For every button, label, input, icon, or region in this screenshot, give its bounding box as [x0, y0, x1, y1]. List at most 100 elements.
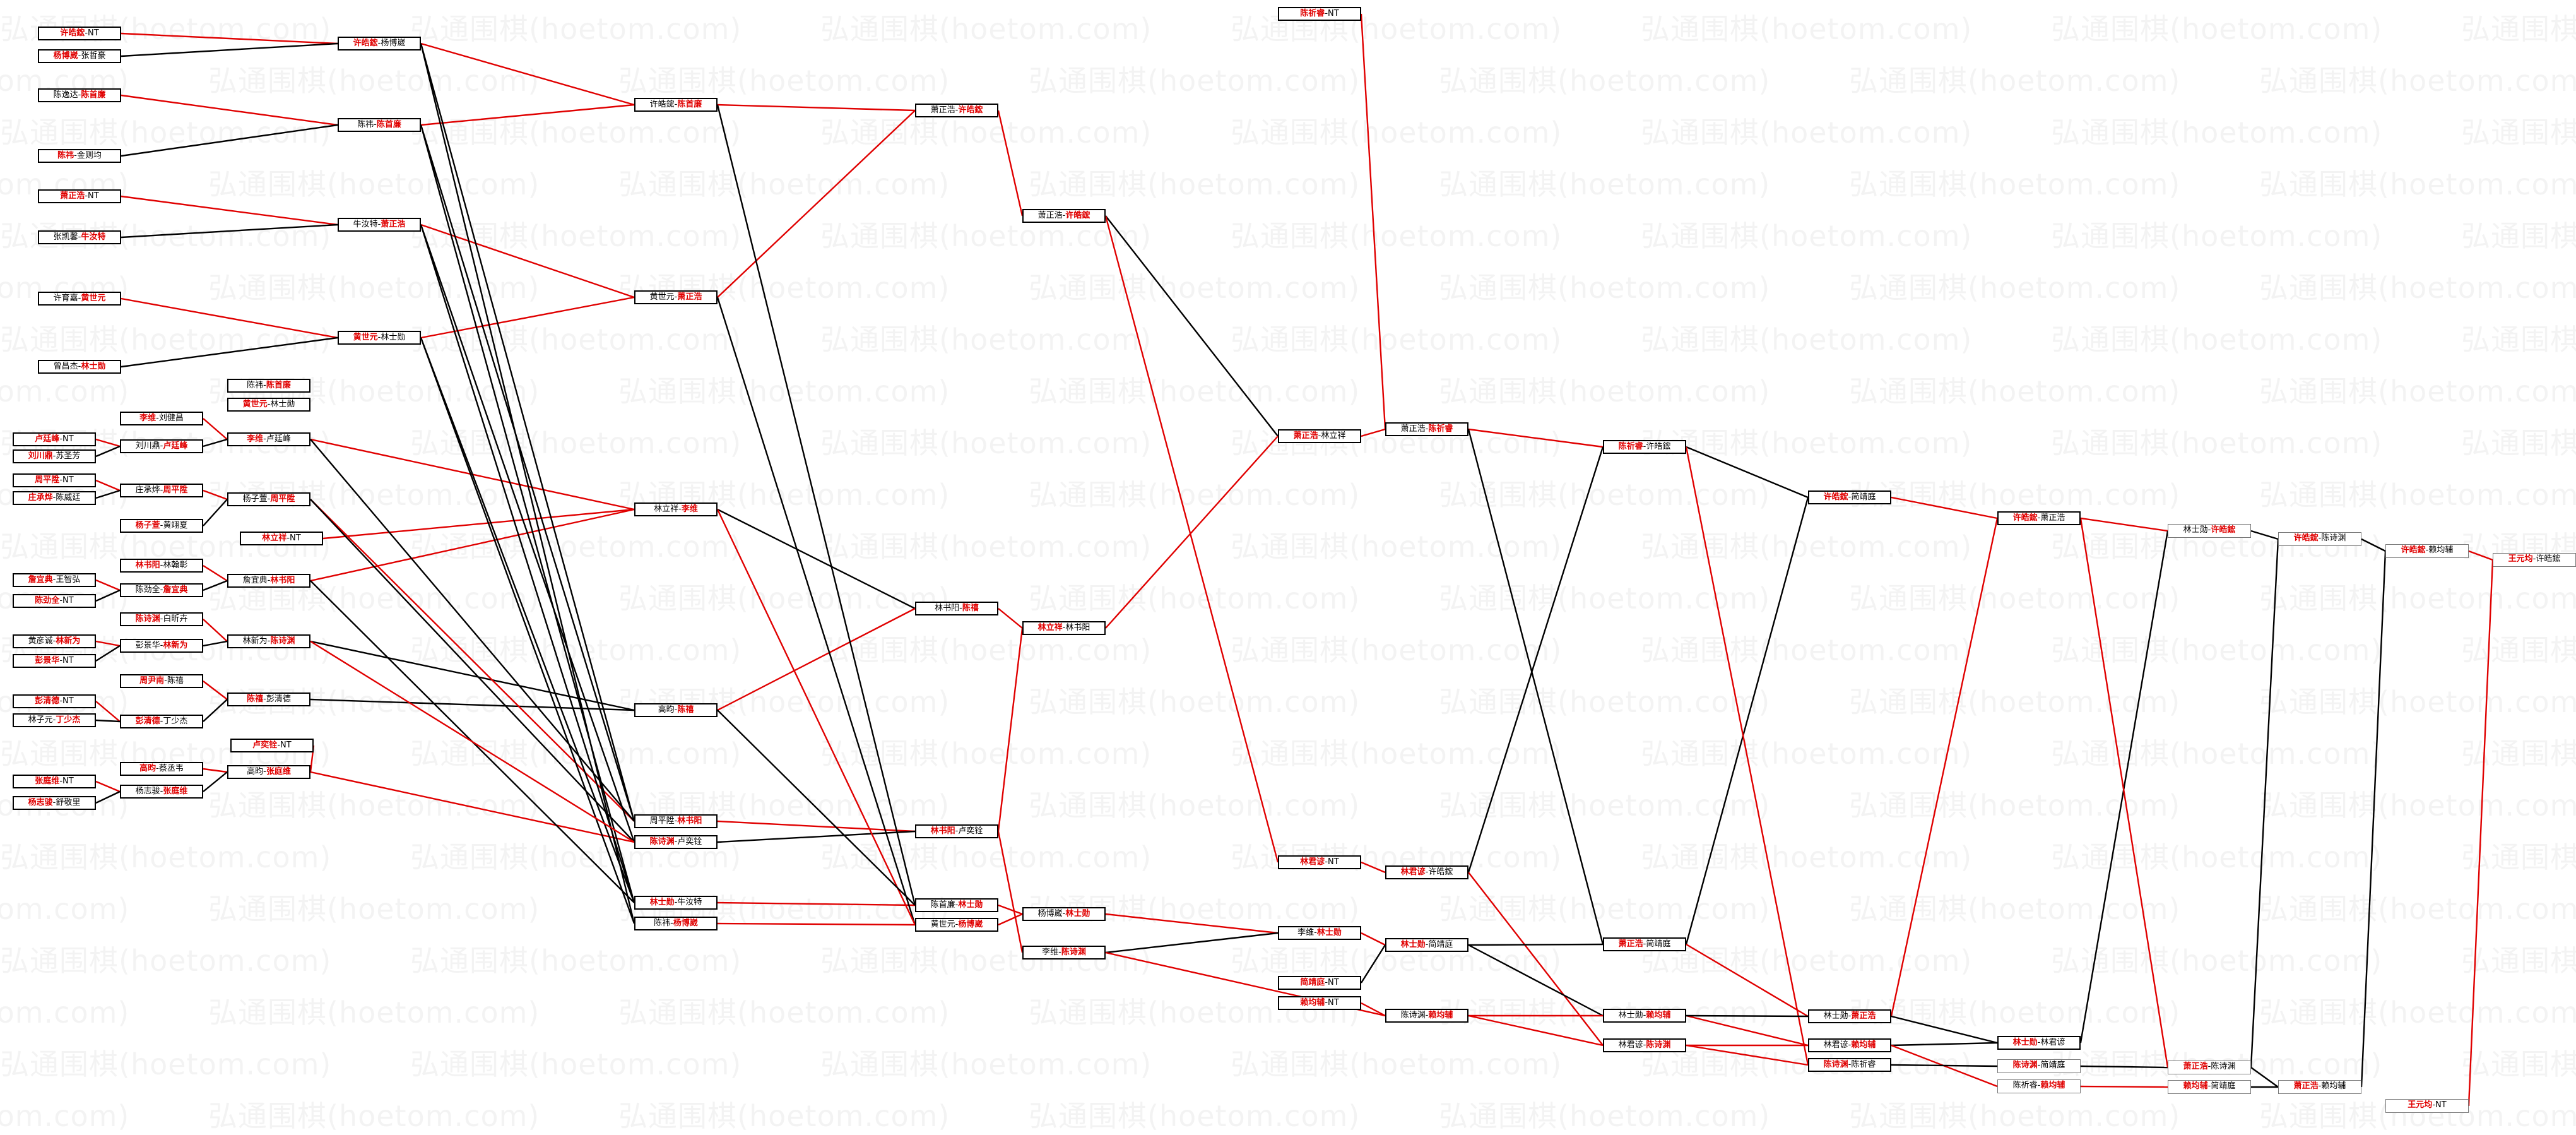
match-box[interactable]: 卢廷峰-NT	[13, 432, 96, 446]
match-box[interactable]: 林书阳-卢奕铨	[915, 824, 998, 838]
player-a: 陈祈睿	[1300, 9, 1325, 18]
match-box[interactable]: 林士勋-许皓鋐	[2168, 524, 2251, 538]
match-separator: -	[955, 826, 959, 836]
match-box[interactable]: 彭景华-林新为	[120, 639, 203, 653]
match-box[interactable]: 彭清德-丁少杰	[120, 715, 203, 728]
match-box[interactable]: 王元均-许皓鋐	[2493, 553, 2576, 567]
match-box[interactable]: 陈诗渊-陈祈睿	[1808, 1058, 1891, 1072]
match-box[interactable]: 林士勋-简靖庭	[1385, 938, 1468, 952]
match-box[interactable]: 林君谚-陈诗渊	[1603, 1038, 1686, 1052]
match-box[interactable]: 李维-林士勋	[1278, 926, 1361, 940]
match-box[interactable]: 陈诗渊-简靖庭	[1997, 1059, 2081, 1073]
match-box[interactable]: 陈劲全-NT	[13, 594, 96, 608]
match-box[interactable]: 陈祈睿-NT	[1278, 7, 1361, 21]
match-box[interactable]: 赖均辅-NT	[1278, 996, 1361, 1010]
match-box[interactable]: 陈祎-陈首廉	[338, 118, 421, 132]
match-box[interactable]: 林书阳-林翰彰	[120, 559, 203, 573]
player-b: 卢奕铨	[958, 826, 983, 836]
match-box[interactable]: 林立祥-林书阳	[1022, 621, 1106, 635]
match-box[interactable]: 林士勋-赖均辅	[1603, 1009, 1686, 1023]
match-box[interactable]: 许皓鋐-NT	[38, 27, 121, 40]
match-box[interactable]: 萧正浩-陈诗渊	[2168, 1061, 2251, 1074]
match-box[interactable]: 曾昌杰-林士勋	[38, 360, 121, 374]
match-box[interactable]: 萧正浩-林立祥	[1278, 429, 1361, 443]
match-box[interactable]: 杨博崴-林士勋	[1022, 907, 1106, 921]
match-box[interactable]: 高昀-陈禧	[634, 703, 718, 717]
match-box[interactable]: 许皓鋐-萧正浩	[1997, 511, 2081, 525]
match-separator: -	[1325, 978, 1328, 987]
match-box[interactable]: 黄世元-萧正浩	[634, 290, 718, 304]
match-box[interactable]: 许皓鋐-杨博崴	[338, 37, 421, 51]
match-box[interactable]: 彭景华-NT	[13, 654, 96, 668]
player-b: 赖均辅	[2428, 545, 2454, 555]
match-box[interactable]: 杨子萱-黄翊夏	[120, 519, 203, 533]
match-box[interactable]: 刘川鼎-苏圣芳	[13, 449, 96, 463]
match-box[interactable]: 陈劲全-詹宜典	[120, 583, 203, 597]
match-box[interactable]: 林君谚-许皓鋐	[1385, 865, 1468, 879]
match-box[interactable]: 林书阳-陈禧	[915, 602, 998, 615]
match-box[interactable]: 陈祎-陈首廉	[227, 379, 310, 393]
match-box[interactable]: 杨志骏-舒敬里	[13, 796, 96, 810]
match-box[interactable]: 萧正浩-NT	[38, 189, 121, 203]
match-box[interactable]: 周平陞-林书阳	[634, 814, 718, 828]
match-box[interactable]: 高昀-张庭维	[227, 765, 310, 779]
match-box[interactable]: 詹宜典-林书阳	[227, 574, 310, 588]
match-box[interactable]: 许皓鋐-赖均辅	[2385, 544, 2469, 558]
match-box[interactable]: 陈祎-金则均	[38, 149, 121, 163]
match-box[interactable]: 林新为-陈诗渊	[227, 634, 310, 648]
match-box[interactable]: 林士勋-林君谚	[1997, 1036, 2081, 1050]
player-b: NT	[62, 776, 74, 786]
match-box[interactable]: 林士勋-萧正浩	[1808, 1009, 1891, 1023]
match-box[interactable]: 詹宜典-王智弘	[13, 573, 96, 587]
match-box[interactable]: 林君谚-赖均辅	[1808, 1038, 1891, 1052]
match-box[interactable]: 黄彦诚-林新为	[13, 634, 96, 648]
match-box[interactable]: 杨志骏-张庭维	[120, 785, 203, 799]
match-box[interactable]: 林君谚-NT	[1278, 855, 1361, 869]
match-box[interactable]: 许皓鋐-陈诗渊	[2278, 532, 2361, 546]
match-box[interactable]: 陈祎-杨博崴	[634, 917, 718, 930]
match-box[interactable]: 萧正浩-陈祈睿	[1385, 422, 1468, 436]
match-box[interactable]: 萧正浩-赖均辅	[2278, 1080, 2361, 1094]
match-box[interactable]: 陈首廉-林士勋	[915, 898, 998, 912]
match-box[interactable]: 萧正浩-许皓鋐	[915, 104, 998, 117]
match-box[interactable]: 周平陞-NT	[13, 473, 96, 487]
match-box[interactable]: 简靖庭-NT	[1278, 976, 1361, 990]
match-box[interactable]: 陈诗渊-赖均辅	[1385, 1009, 1468, 1023]
match-box[interactable]: 庄承烨-周平陞	[120, 484, 203, 497]
match-box[interactable]: 杨子萱-周平陞	[227, 492, 310, 506]
match-box[interactable]: 林子元-丁少杰	[13, 713, 96, 727]
match-box[interactable]: 李维-卢廷峰	[227, 432, 310, 446]
match-box[interactable]: 黄世元-林士勋	[227, 398, 310, 412]
match-box[interactable]: 黄世元-杨博崴	[915, 918, 998, 932]
match-box[interactable]: 萧正浩-许皓鋐	[1022, 209, 1106, 223]
match-box[interactable]: 陈逸达-陈首廉	[38, 88, 121, 102]
match-box[interactable]: 高昀-蔡丞韦	[120, 762, 203, 776]
match-box[interactable]: 许皓鋐-陈首廉	[634, 98, 718, 112]
match-box[interactable]: 彭清德-NT	[13, 694, 96, 708]
match-box[interactable]: 萧正浩-简靖庭	[1603, 937, 1686, 951]
match-box[interactable]: 黄世元-林士勋	[338, 331, 421, 345]
match-box[interactable]: 林立祥-李维	[634, 502, 718, 516]
match-box[interactable]: 陈诗渊-卢奕铨	[634, 835, 718, 849]
match-box[interactable]: 赖均辅-简靖庭	[2168, 1080, 2251, 1094]
match-box[interactable]: 杨博崴-张哲豪	[38, 49, 121, 63]
match-box[interactable]: 陈祈睿-许皓鋐	[1603, 440, 1686, 454]
player-a: 林立祥	[262, 533, 287, 543]
match-box[interactable]: 陈禧-彭清德	[227, 692, 310, 706]
match-box[interactable]: 周尹南-陈禧	[120, 674, 203, 688]
match-box[interactable]: 许皓鋐-简靖庭	[1808, 490, 1891, 504]
match-box[interactable]: 张凯馨-牛汝特	[38, 230, 121, 244]
match-box[interactable]: 李维-刘健昌	[120, 412, 203, 425]
match-box[interactable]: 林士勋-牛汝特	[634, 896, 718, 910]
match-box[interactable]: 李维-陈诗渊	[1022, 946, 1106, 960]
match-box[interactable]: 刘川鼎-卢廷峰	[120, 439, 203, 453]
match-box[interactable]: 张庭维-NT	[13, 775, 96, 788]
match-box[interactable]: 庄承烨-陈威廷	[13, 491, 96, 505]
match-box[interactable]: 许育嘉-黄世元	[38, 292, 121, 306]
match-box[interactable]: 林立祥-NT	[240, 532, 323, 545]
match-box[interactable]: 牛汝特-萧正浩	[338, 218, 421, 232]
match-box[interactable]: 陈诗渊-白昕卉	[120, 612, 203, 626]
match-box[interactable]: 陈祈睿-赖均辅	[1997, 1079, 2081, 1093]
match-box[interactable]: 王元均-NT	[2385, 1099, 2469, 1113]
match-box[interactable]: 卢奕铨-NT	[230, 739, 314, 752]
